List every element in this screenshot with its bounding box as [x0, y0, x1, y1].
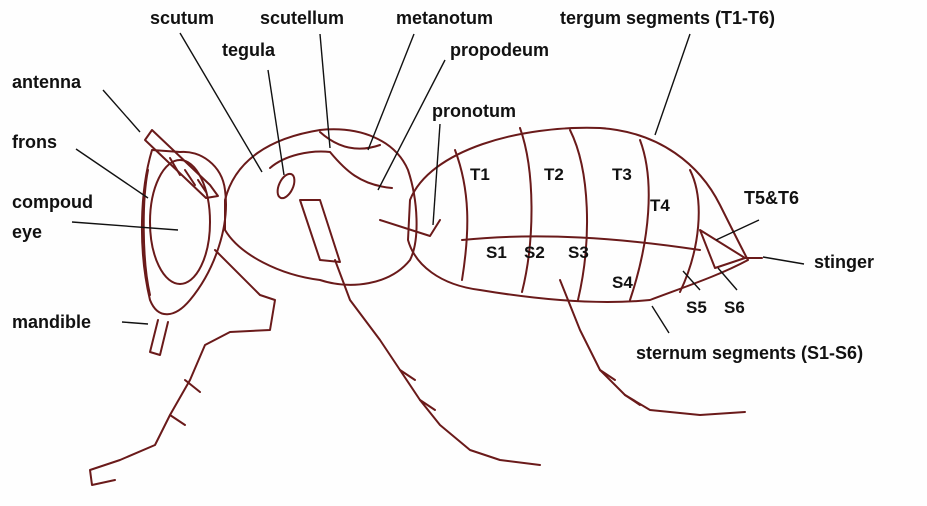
thorax: [225, 129, 440, 284]
segment-t1: T1: [470, 165, 490, 185]
segment-s3: S3: [568, 243, 589, 263]
segment-s2: S2: [524, 243, 545, 263]
segment-s6: S6: [724, 298, 745, 318]
label-t5-t6: T5&T6: [744, 188, 799, 208]
label-metanotum: metanotum: [396, 8, 493, 28]
legs: [90, 250, 745, 485]
label-tegula: tegula: [222, 40, 275, 60]
label-compound-eye-line2: eye: [12, 222, 42, 242]
abdomen: [408, 128, 762, 302]
label-frons: frons: [12, 132, 57, 152]
head: [142, 130, 226, 355]
label-scutellum: scutellum: [260, 8, 344, 28]
segment-s5: S5: [686, 298, 707, 318]
label-pronotum: pronotum: [432, 101, 516, 121]
label-scutum: scutum: [150, 8, 214, 28]
segment-s4: S4: [612, 273, 633, 293]
label-sternum-segments: sternum segments (S1-S6): [636, 343, 863, 363]
label-antenna: antenna: [12, 72, 81, 92]
label-propodeum: propodeum: [450, 40, 549, 60]
segment-s1: S1: [486, 243, 507, 263]
label-mandible: mandible: [12, 312, 91, 332]
label-tergum-segments: tergum segments (T1-T6): [560, 8, 775, 28]
label-compound-eye-line1: compoud: [12, 192, 93, 212]
segment-t2: T2: [544, 165, 564, 185]
label-stinger: stinger: [814, 252, 874, 272]
segment-t4: T4: [650, 196, 670, 216]
segment-t3: T3: [612, 165, 632, 185]
